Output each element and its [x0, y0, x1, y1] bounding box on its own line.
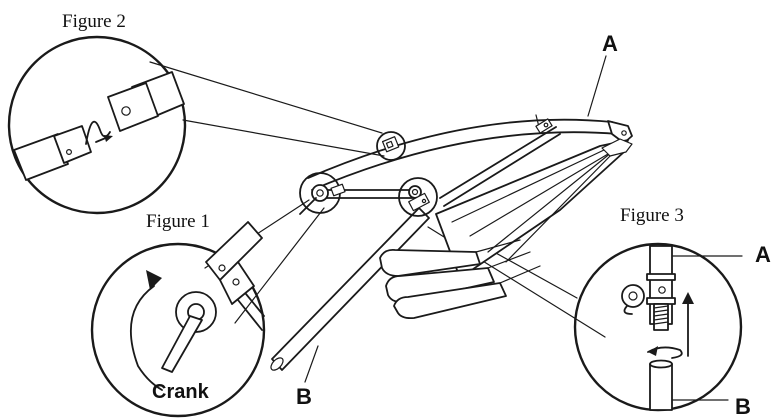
- pole-a-lower-edge: [311, 131, 619, 191]
- figure-1-detail: [90, 221, 266, 418]
- part-b-label-main: B: [296, 384, 312, 409]
- figure-3-detail: [573, 242, 743, 412]
- crank-label: Crank: [152, 381, 210, 403]
- canopy-fold-2: [385, 267, 495, 304]
- canopy-fold-3: [393, 282, 507, 320]
- joint-circle-fig2: [376, 131, 406, 161]
- part-a-label-fig3: A: [755, 242, 771, 267]
- figure-1-label: Figure 1: [146, 211, 210, 232]
- figure-3-label: Figure 3: [620, 205, 684, 226]
- umbrella-main-view: [270, 114, 633, 371]
- figure-2-detail: [7, 35, 187, 215]
- pole-a-upper-edge: [307, 118, 613, 179]
- figure-2-label: Figure 2: [62, 11, 126, 32]
- part-b-label-fig3: B: [735, 394, 751, 419]
- canopy-fold-1: [379, 249, 481, 277]
- tilt-hub-circle: [398, 177, 438, 217]
- part-a-label-main: A: [602, 31, 618, 56]
